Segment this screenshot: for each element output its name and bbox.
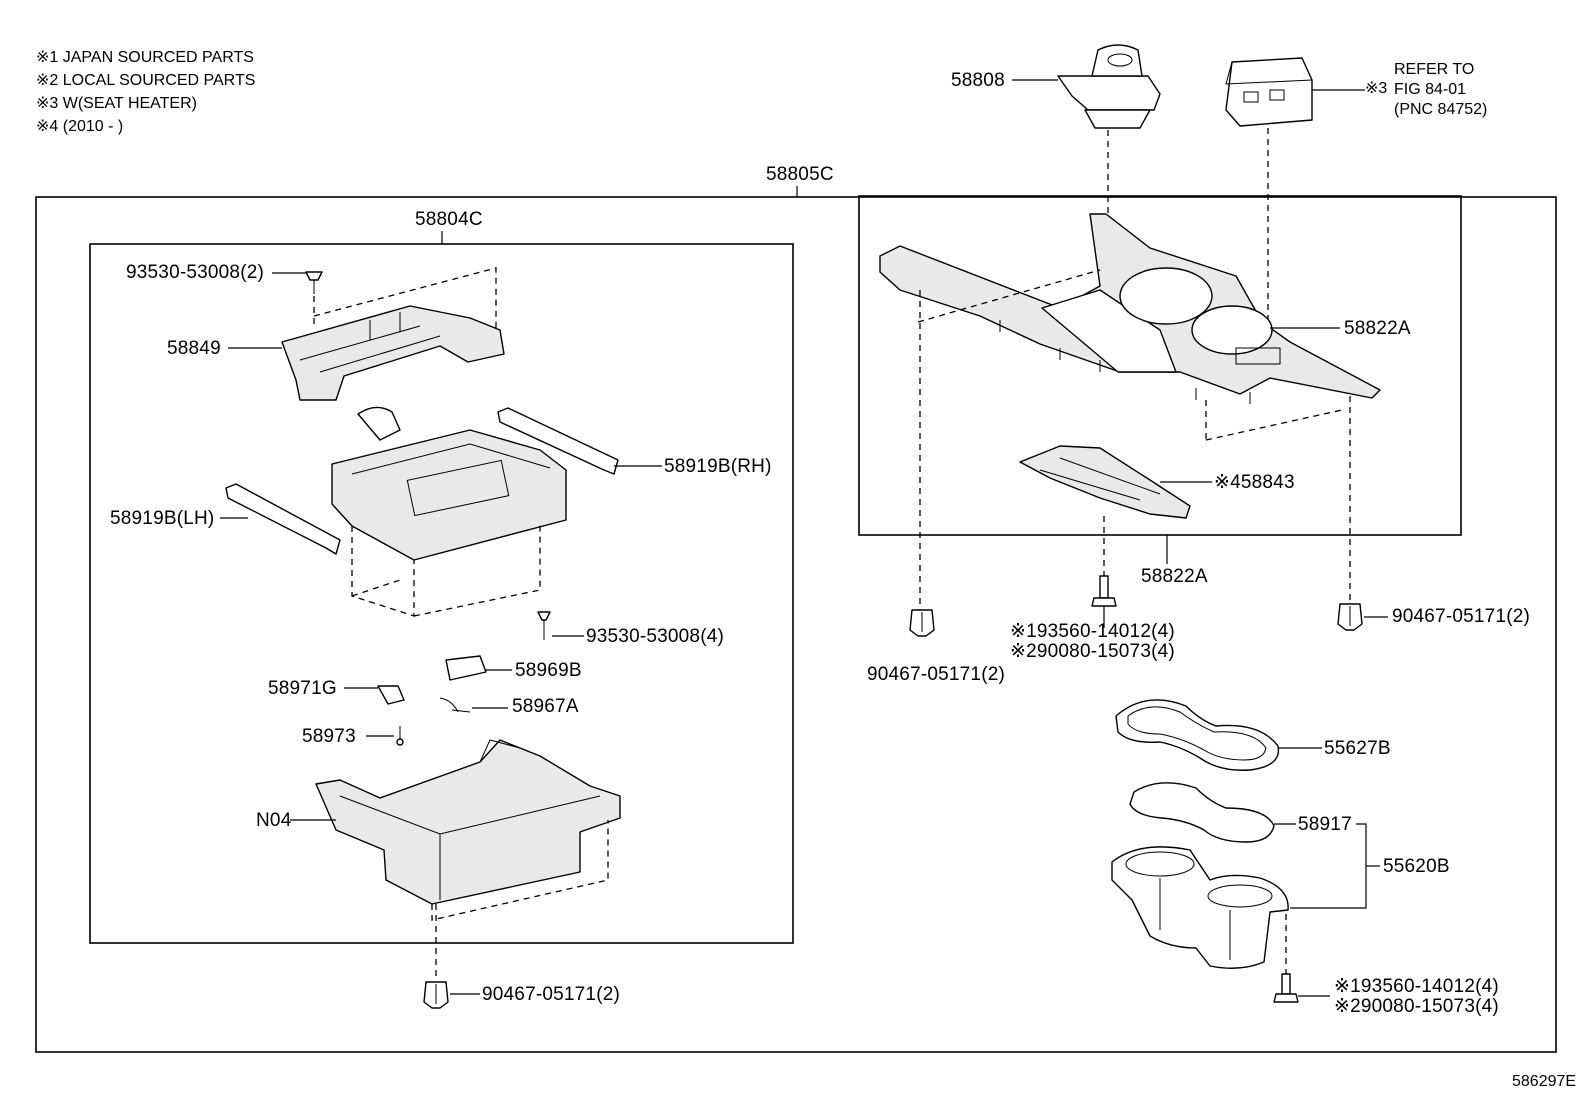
label-55627B: 55627B xyxy=(1324,738,1391,759)
figure-id: 586297E xyxy=(1512,1073,1576,1090)
label-58805C: 58805C xyxy=(766,164,834,185)
refer-line-2: FIG 84-01 xyxy=(1394,81,1466,98)
part-clip-bottom xyxy=(423,981,449,1009)
part-58919B-lh-rail xyxy=(225,483,341,555)
label-bolt-mid-2: ※290080-15073(4) xyxy=(1010,641,1175,662)
label-58917: 58917 xyxy=(1298,814,1352,835)
part-screw-top xyxy=(305,271,323,294)
label-clip-right: 90467-05171(2) xyxy=(1392,606,1530,627)
part-clip-left xyxy=(909,609,935,637)
label-bolt-low-1: ※193560-14012(4) xyxy=(1334,976,1499,997)
part-bolt-mid xyxy=(1091,575,1117,607)
label-58843: ※458843 xyxy=(1214,472,1295,493)
part-58973-pin xyxy=(396,726,404,746)
subassembly-frame-58822A xyxy=(858,195,1462,536)
label-screw-top: 93530-53008(2) xyxy=(126,262,264,283)
label-bolt-mid-1: ※193560-14012(4) xyxy=(1010,621,1175,642)
label-clip-left: 90467-05171(2) xyxy=(867,664,1005,685)
part-bolt-low xyxy=(1273,973,1299,1003)
note-3: ※3 W(SEAT HEATER) xyxy=(36,95,197,112)
label-note3-mark: ※3 xyxy=(1365,80,1387,97)
part-58969B xyxy=(445,655,487,681)
label-58919B-rh: 58919B(RH) xyxy=(664,456,772,477)
part-58967A-spring xyxy=(439,697,471,713)
refer-line-1: REFER TO xyxy=(1394,61,1474,78)
label-bolt-low-2: ※290080-15073(4) xyxy=(1334,996,1499,1017)
part-58849-bracket xyxy=(281,305,505,401)
label-58822A-top: 58822A xyxy=(1344,318,1411,339)
label-clip-bottom: 90467-05171(2) xyxy=(482,984,620,1005)
label-58971G: 58971G xyxy=(268,678,337,699)
label-58804C: 58804C xyxy=(415,209,483,230)
note-4: ※4 (2010 - ) xyxy=(36,118,123,135)
note-1: ※1 JAPAN SOURCED PARTS xyxy=(36,49,254,66)
part-console-box xyxy=(331,406,567,561)
part-58919B-rh-rail xyxy=(497,407,619,475)
part-55627B-mat xyxy=(1115,699,1280,771)
label-N04: N04 xyxy=(256,810,292,831)
label-58969B: 58969B xyxy=(515,660,582,681)
label-58822A-bottom: 58822A xyxy=(1141,566,1208,587)
part-N04-lower-box xyxy=(315,739,621,905)
refer-line-3: (PNC 84752) xyxy=(1394,101,1487,118)
part-58822A-console-panel xyxy=(879,213,1381,404)
label-55620B: 55620B xyxy=(1383,856,1450,877)
part-58971G xyxy=(377,685,405,705)
part-screw-bottom xyxy=(537,611,551,640)
part-58808-shift-boot xyxy=(1057,44,1161,129)
part-55620B-cup-holder xyxy=(1111,846,1289,969)
part-58843-insert xyxy=(1019,445,1191,519)
label-58808: 58808 xyxy=(951,70,1005,91)
label-58849: 58849 xyxy=(167,338,221,359)
label-58967A: 58967A xyxy=(512,696,579,717)
label-58973: 58973 xyxy=(302,726,356,747)
label-58919B-lh: 58919B(LH) xyxy=(110,508,214,529)
label-screw-bottom: 93530-53008(4) xyxy=(586,626,724,647)
note-2: ※2 LOCAL SOURCED PARTS xyxy=(36,72,255,89)
part-58917-mat xyxy=(1129,782,1275,843)
notes-block: ※1 JAPAN SOURCED PARTS ※2 LOCAL SOURCED … xyxy=(36,49,255,135)
assembly-frame-58805C xyxy=(35,196,1557,1053)
part-seat-heater-switch xyxy=(1225,57,1313,127)
part-clip-right xyxy=(1337,603,1363,631)
